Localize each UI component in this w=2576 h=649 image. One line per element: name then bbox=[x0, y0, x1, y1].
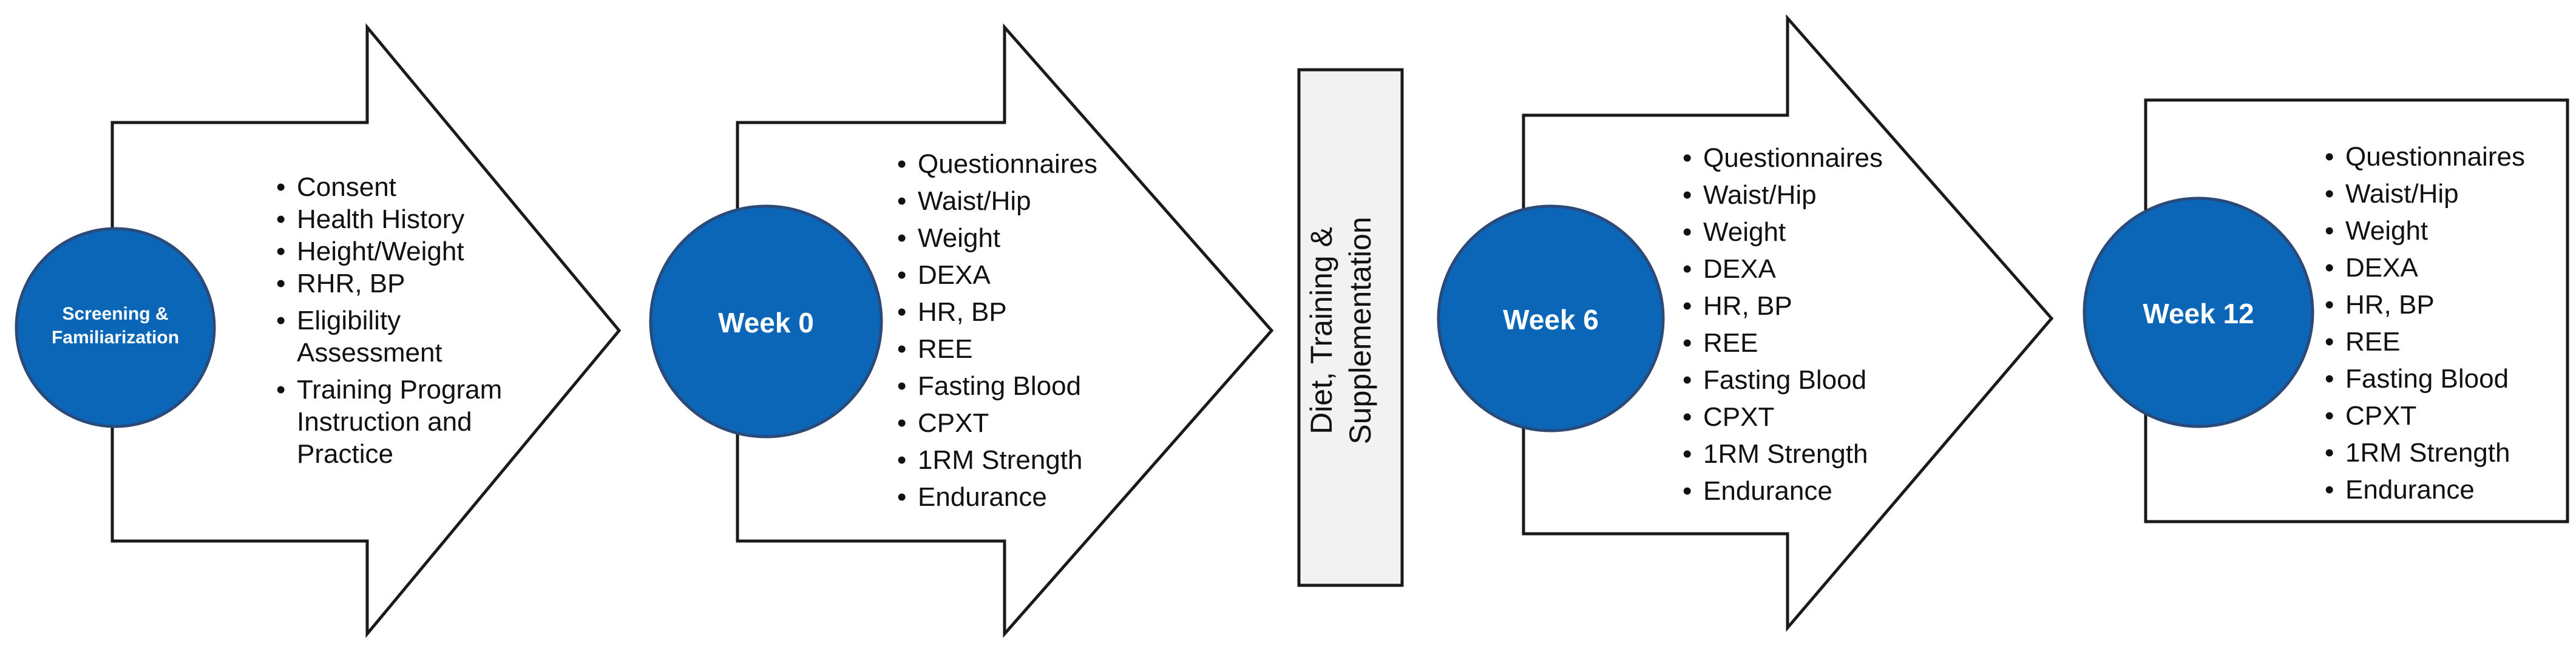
screening-label-line1: Screening & bbox=[62, 304, 168, 324]
list-item: REE bbox=[897, 331, 1152, 368]
list-item: RHR, BP bbox=[276, 267, 543, 300]
list-item: Fasting Blood bbox=[897, 368, 1152, 405]
list-item: REE bbox=[1683, 324, 1937, 361]
list-item: HR, BP bbox=[1683, 288, 1937, 324]
intervention-label-line1: Diet, Training & bbox=[1304, 227, 1338, 434]
list-item: Eligibility Assessment bbox=[276, 304, 467, 369]
list-item: Health History bbox=[276, 203, 543, 235]
screening-label-line2: Familiarization bbox=[52, 328, 179, 348]
list-item: CPXT bbox=[2325, 397, 2561, 434]
list-item: Questionnaires bbox=[1683, 140, 1937, 177]
list-item: Endurance bbox=[1683, 472, 1937, 509]
list-item: Questionnaires bbox=[897, 146, 1152, 183]
intervention-label: Diet, Training & Supplementation bbox=[1302, 76, 1380, 585]
week12-circle bbox=[2083, 197, 2314, 428]
list-item: Training Program Instruction and Practic… bbox=[276, 374, 540, 470]
list-item: Waist/Hip bbox=[1683, 177, 1937, 214]
list-item: 1RM Strength bbox=[1683, 435, 1937, 472]
list-item: CPXT bbox=[1683, 398, 1937, 435]
list-item: Fasting Blood bbox=[1683, 361, 1937, 398]
list-item: Weight bbox=[1683, 214, 1937, 251]
list-item: Consent bbox=[276, 171, 543, 203]
week12-label: Week 12 bbox=[2143, 298, 2254, 329]
week6-items-list: Questionnaires Waist/Hip Weight DEXA HR,… bbox=[1683, 140, 1937, 509]
list-item: HR, BP bbox=[897, 294, 1152, 331]
list-item: Endurance bbox=[897, 479, 1152, 516]
list-item: Height/Weight bbox=[276, 235, 543, 267]
list-item: 1RM Strength bbox=[897, 442, 1152, 479]
list-item: Weight bbox=[2325, 212, 2561, 249]
intervention-bar bbox=[1297, 68, 1404, 587]
screening-circle bbox=[15, 227, 216, 428]
list-item: Waist/Hip bbox=[897, 183, 1152, 220]
week6-circle bbox=[1437, 204, 1665, 432]
list-item: REE bbox=[2325, 323, 2561, 360]
list-item: DEXA bbox=[897, 257, 1152, 294]
list-item: Questionnaires bbox=[2325, 138, 2561, 175]
list-item: HR, BP bbox=[2325, 286, 2561, 323]
list-item: CPXT bbox=[897, 405, 1152, 442]
week0-circle bbox=[649, 204, 883, 439]
list-item: DEXA bbox=[1683, 251, 1937, 288]
week6-label: Week 6 bbox=[1503, 304, 1599, 335]
week0-label: Week 0 bbox=[718, 307, 814, 338]
list-item: Weight bbox=[897, 220, 1152, 257]
week0-items-list: Questionnaires Waist/Hip Weight DEXA HR,… bbox=[897, 146, 1152, 516]
list-item: Fasting Blood bbox=[2325, 360, 2561, 397]
list-item: Endurance bbox=[2325, 471, 2561, 508]
list-item: Waist/Hip bbox=[2325, 175, 2561, 212]
screening-items-list: Consent Health History Height/Weight RHR… bbox=[276, 171, 543, 470]
list-item: DEXA bbox=[2325, 249, 2561, 286]
list-item: 1RM Strength bbox=[2325, 434, 2561, 471]
week12-items-list: Questionnaires Waist/Hip Weight DEXA HR,… bbox=[2325, 138, 2561, 508]
intervention-label-line2: Supplementation bbox=[1343, 217, 1377, 445]
